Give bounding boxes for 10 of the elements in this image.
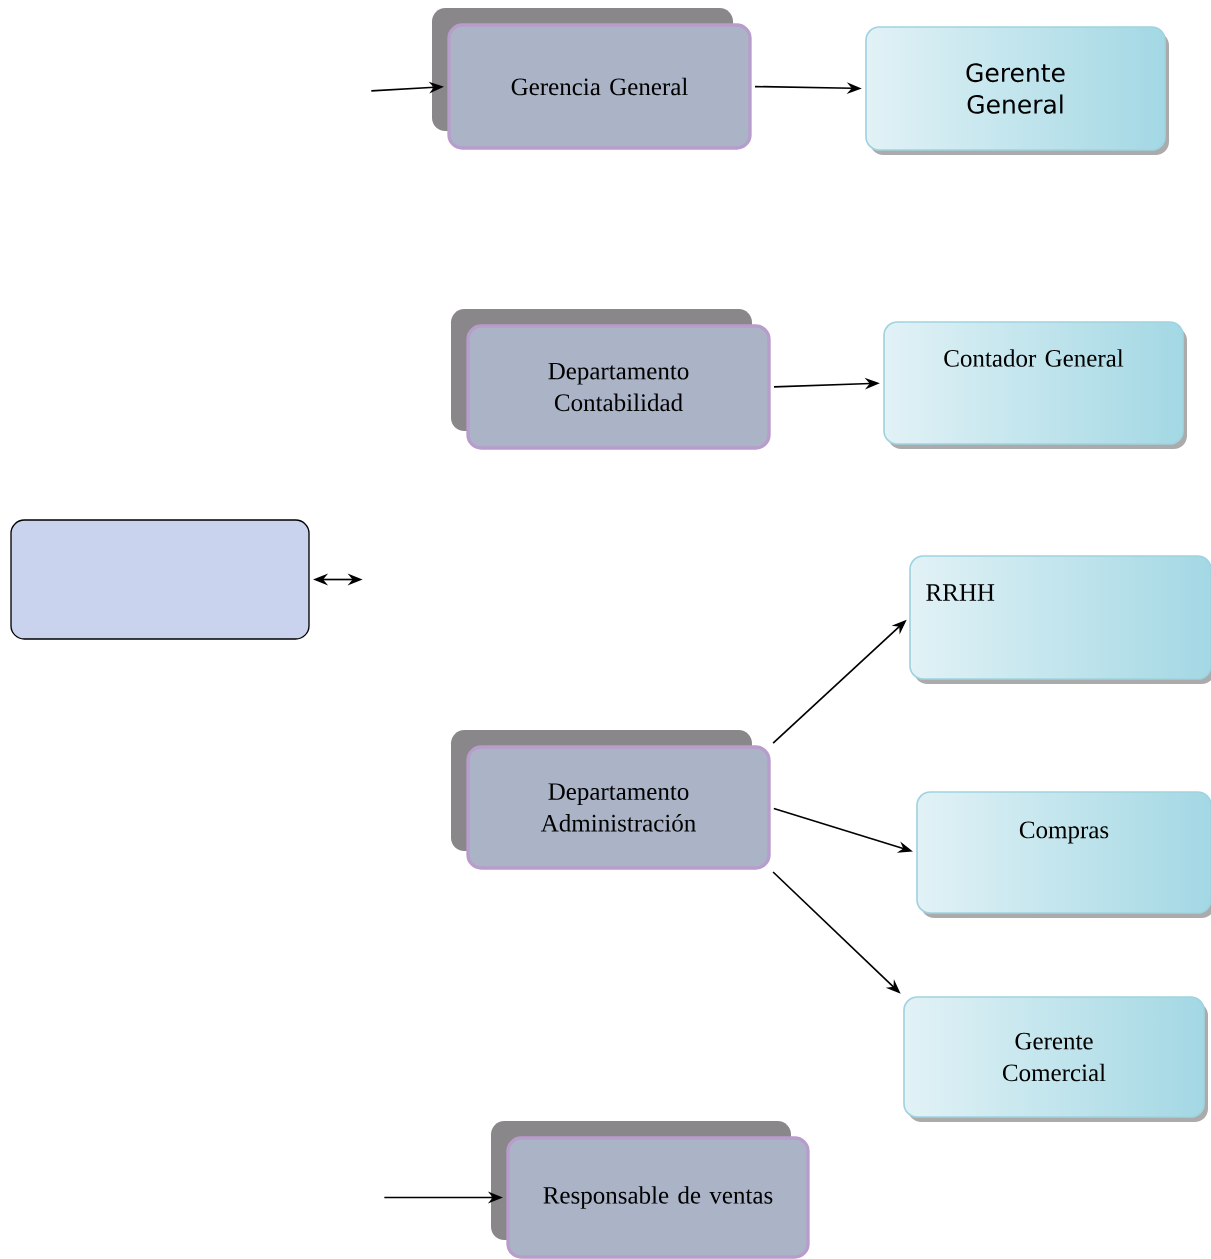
box: Responsable de ventas bbox=[491, 1121, 810, 1259]
box: Gerente General bbox=[865, 26, 1169, 155]
box: Contador General bbox=[883, 321, 1187, 449]
box: Gerencia General bbox=[432, 8, 752, 150]
box: Gerente Comercial bbox=[903, 996, 1208, 1122]
box: Departamento Administración bbox=[451, 730, 771, 870]
box: Compras bbox=[916, 791, 1211, 918]
box: RRHH bbox=[909, 555, 1211, 684]
box: Departamento Contabilidad bbox=[451, 309, 771, 450]
box bbox=[10, 519, 310, 640]
